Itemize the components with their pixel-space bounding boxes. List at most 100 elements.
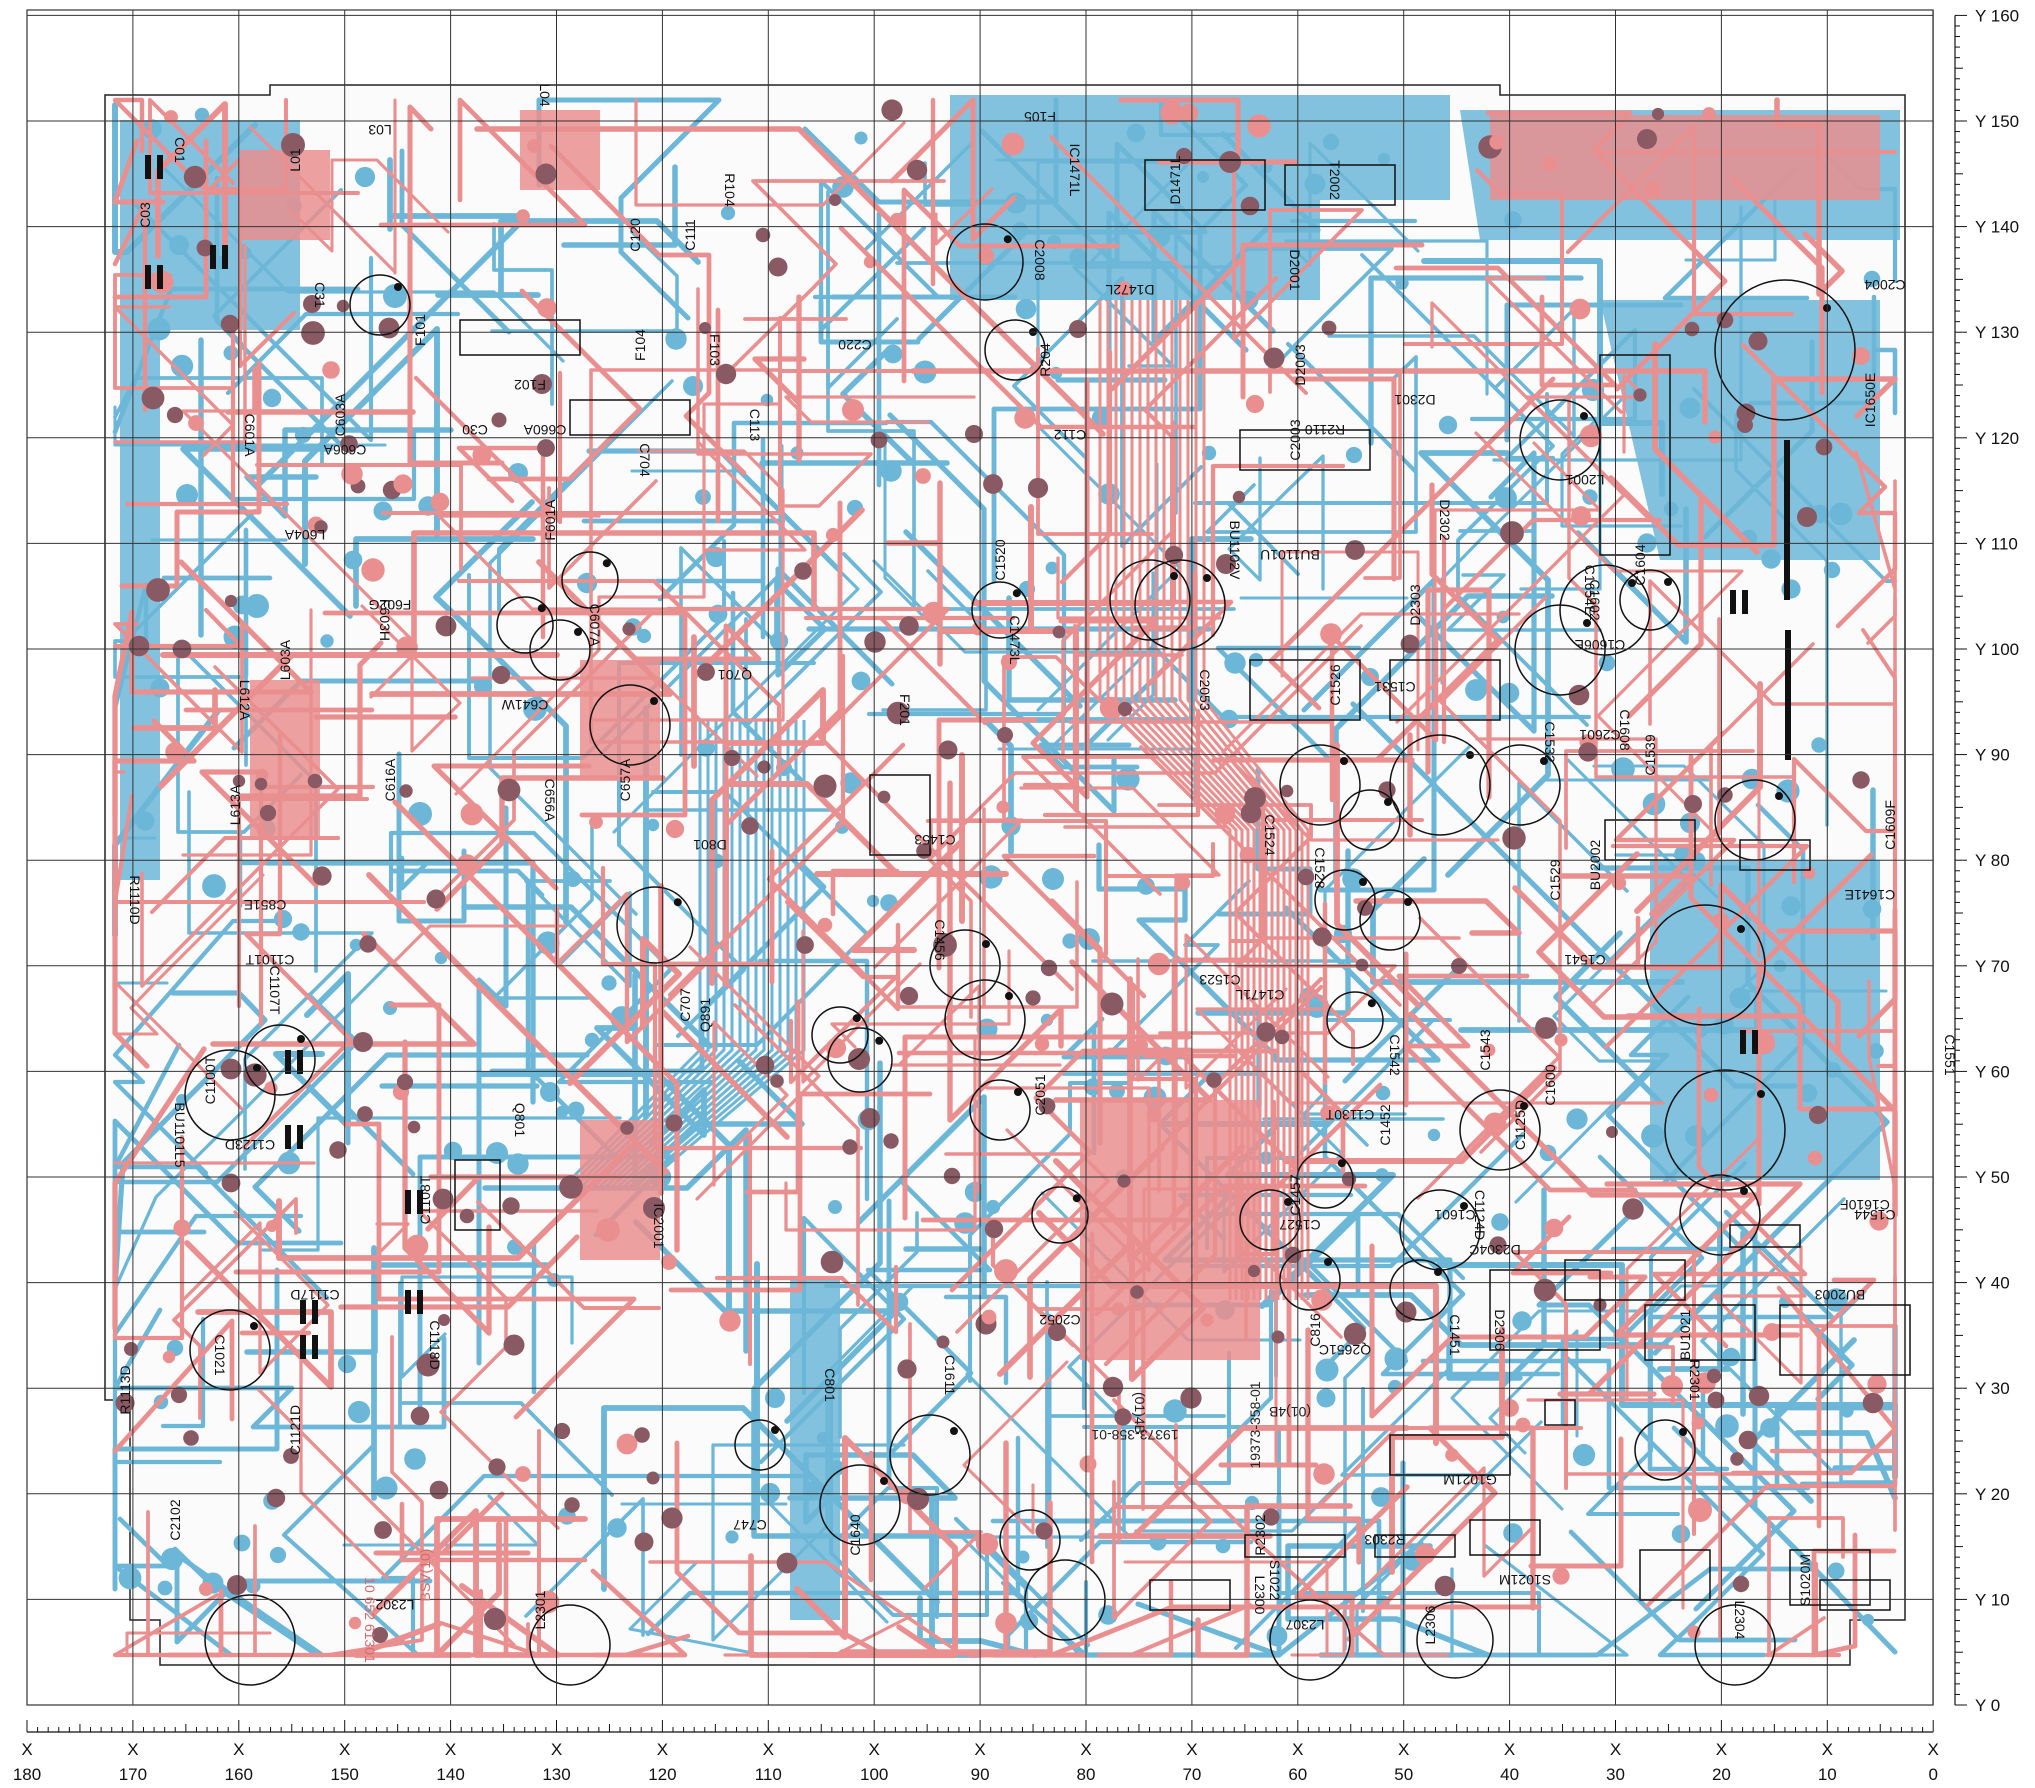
top-trace xyxy=(338,1234,580,1310)
solder-pad xyxy=(473,676,493,696)
solder-pad xyxy=(1375,1085,1391,1101)
component-label: R204 xyxy=(1037,343,1053,377)
solder-pad xyxy=(1297,868,1315,886)
solder-pad xyxy=(312,866,332,886)
bus-trace xyxy=(625,720,790,1192)
solder-pad xyxy=(160,1547,184,1571)
bottom-trace xyxy=(628,1560,765,1657)
top-trace xyxy=(714,1264,899,1335)
solder-pad xyxy=(1829,502,1853,526)
component-label: C660A xyxy=(523,422,566,438)
component-label: C1523 xyxy=(1199,972,1240,988)
solder-pad xyxy=(1180,1387,1202,1409)
component-label: BU1101L5 xyxy=(172,1102,188,1167)
component-label: IC1650E xyxy=(1862,373,1878,427)
solder-pad xyxy=(1748,331,1768,351)
top-trace xyxy=(1396,973,1638,1193)
top-trace xyxy=(1389,1326,1505,1575)
solder-pad xyxy=(755,1055,775,1075)
solder-pad xyxy=(416,1353,440,1377)
bottom-trace xyxy=(1593,865,1890,1356)
solder-pad xyxy=(220,314,240,334)
top-trace xyxy=(1740,342,1898,629)
solder-pad xyxy=(813,774,837,798)
solder-pad xyxy=(141,386,165,410)
top-trace xyxy=(600,865,864,1151)
capacitor-polarity-dot xyxy=(1775,792,1783,800)
component-outline xyxy=(869,774,931,856)
component-label: BU2003 xyxy=(1814,1287,1865,1303)
solder-pad xyxy=(1179,103,1199,123)
component-label: F102 xyxy=(514,377,546,393)
top-trace xyxy=(1305,1327,1362,1565)
solder-pad xyxy=(1867,1374,1887,1394)
top-trace xyxy=(1244,1239,1343,1342)
solder-pad xyxy=(936,1335,950,1349)
solder-pad xyxy=(202,874,226,898)
x-tick-label: 150 xyxy=(331,1765,359,1784)
solder-pad xyxy=(1679,397,1701,419)
top-trace xyxy=(1816,1277,1877,1529)
top-trace xyxy=(850,752,965,953)
solder-pad xyxy=(646,818,660,832)
solder-pad xyxy=(354,166,376,188)
top-trace xyxy=(378,97,588,228)
component-label: IC2001 xyxy=(651,1203,667,1248)
capacitor-outline xyxy=(1326,991,1384,1049)
component-outline xyxy=(454,1159,501,1231)
bottom-trace xyxy=(435,218,701,298)
top-trace xyxy=(353,1621,473,1658)
solder-pad xyxy=(697,663,715,681)
solder-pad xyxy=(820,1250,844,1274)
component-label: C2053 xyxy=(1197,669,1213,710)
capacitor-plate xyxy=(1752,1030,1758,1054)
component-label: C1609F xyxy=(1882,800,1898,850)
x-tick-label: 40 xyxy=(1500,1765,1519,1784)
solder-pad xyxy=(472,445,492,465)
solder-pad xyxy=(1232,490,1246,504)
bottom-trace xyxy=(881,569,988,712)
solder-pad xyxy=(407,1120,421,1134)
solder-pad xyxy=(150,678,170,698)
solder-pad xyxy=(759,1482,781,1504)
top-trace xyxy=(1369,1243,1648,1419)
solder-pad xyxy=(1027,477,1049,499)
bus-trace xyxy=(1138,300,1262,1300)
component-outline xyxy=(459,319,581,356)
component-label: BSV(10) xyxy=(417,1549,433,1602)
solder-pad xyxy=(166,406,184,424)
x-axis-letter: X xyxy=(1398,1740,1409,1759)
component-label: C2601 xyxy=(1579,727,1620,743)
solder-pad xyxy=(1117,1174,1131,1188)
top-trace xyxy=(1268,376,1556,711)
bottom-trace xyxy=(1748,294,1898,416)
top-trace xyxy=(634,98,906,207)
bottom-trace xyxy=(1342,965,1461,1084)
solder-pad xyxy=(889,212,905,228)
solder-pad xyxy=(863,255,877,269)
solder-pad xyxy=(1862,1392,1884,1414)
solder-pad xyxy=(1482,1043,1496,1057)
top-trace xyxy=(1218,1261,1319,1468)
bottom-trace xyxy=(1302,744,1472,1116)
component-outline xyxy=(1389,659,1501,721)
top-trace xyxy=(413,370,563,525)
bottom-trace xyxy=(174,1552,433,1658)
bottom-trace xyxy=(1205,355,1418,534)
y-tick-label: Y 120 xyxy=(1975,429,2019,448)
capacitor-outline xyxy=(589,684,671,766)
y-tick-label: Y 70 xyxy=(1975,957,2010,976)
solder-pad xyxy=(1552,1567,1570,1585)
solder-pad xyxy=(723,749,741,767)
solder-pad xyxy=(643,1197,665,1219)
solder-pad xyxy=(1000,653,1018,671)
capacitor-plate xyxy=(405,1190,411,1214)
component-outline xyxy=(1144,159,1266,211)
top-trace xyxy=(434,775,666,912)
bottom-trace xyxy=(1446,573,1602,632)
top-trace xyxy=(1232,164,1364,394)
solder-pad xyxy=(294,426,312,444)
solder-pad xyxy=(1781,896,1801,916)
solder-pad xyxy=(1117,701,1133,717)
top-trace xyxy=(1112,1423,1213,1620)
